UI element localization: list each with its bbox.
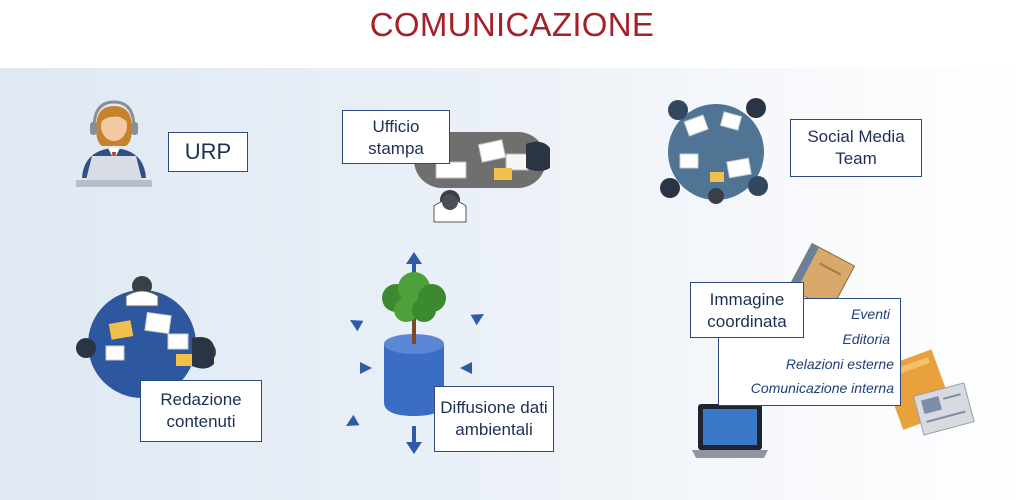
immagine-coordinata-item-3: Comunicazione interna [750,380,894,396]
ufficio-stampa-label-line1: Ufficio [372,117,420,136]
ufficio-stampa-label-line2: stampa [368,139,424,158]
urp-label: URP [184,139,232,164]
diffusione-dati-label-line2: ambientali [455,420,533,439]
person-at-laptop-icon [76,100,152,187]
social-media-team-label-line2: Team [835,149,877,168]
round-table-team-icon [76,276,216,398]
immagine-coordinata-label-line2: coordinata [707,312,787,331]
immagine-coordinata-label-line1: Immagine [709,290,785,309]
urp-label-box: URP [168,132,248,172]
redazione-contenuti-label-box: Redazione contenuti [140,380,262,442]
immagine-coordinata-item-1: Editoria [842,331,890,347]
immagine-coordinata-label-box: Immagine coordinata [690,282,804,338]
ufficio-stampa-label-box: Ufficio stampa [342,110,450,164]
page-title: COMUNICAZIONE [369,6,655,43]
immagine-coordinata-item-0: Eventi [851,306,890,322]
diffusione-dati-label-box: Diffusione dati ambientali [434,386,554,452]
redazione-contenuti-label-line2: contenuti [166,412,236,431]
tree-database-icon [344,252,488,454]
immagine-coordinata-item-2: Relazioni esterne [785,356,894,372]
round-table-team-icon [660,98,768,204]
social-media-team-label-line1: Social Media [807,127,905,146]
social-media-team-label-box: Social Media Team [790,119,922,177]
diffusione-dati-label-line1: Diffusione dati [440,398,548,417]
redazione-contenuti-label-line1: Redazione [160,390,242,409]
